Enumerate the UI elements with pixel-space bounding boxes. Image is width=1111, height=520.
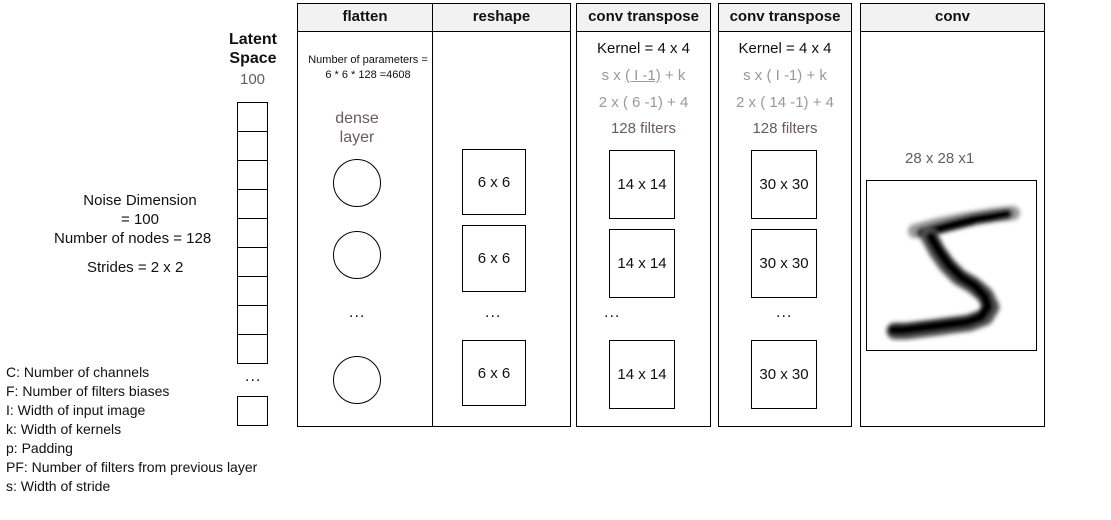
formula-underlined: ( I -1) — [624, 67, 661, 84]
latent-cell — [237, 247, 268, 277]
latent-ellipsis: ... — [245, 368, 262, 385]
convt1-header: conv transpose — [576, 3, 711, 32]
convt1-filters: 128 filters — [610, 120, 677, 137]
latent-cell — [237, 218, 268, 248]
params-line1: Number of parameters = — [308, 54, 428, 66]
latent-cell — [237, 334, 268, 364]
legend-item: s: Width of stride — [6, 478, 111, 494]
convt2-formula: s x ( I -1) + k — [743, 67, 827, 84]
legend: C: Number of channels F: Number of filte… — [6, 363, 257, 496]
latent-cell — [237, 102, 268, 132]
latent-cell — [237, 189, 268, 219]
reshape-column — [432, 31, 571, 427]
noise-line2: = 100 — [121, 211, 159, 228]
latent-cell — [237, 160, 268, 190]
convt1-kernel: Kernel = 4 x 4 — [597, 40, 690, 57]
latent-cell — [237, 305, 268, 335]
reshape-feature-map: 6 x 6 — [462, 149, 526, 215]
noise-dimension-note: Noise Dimension = 100 — [60, 191, 220, 229]
formula-post: + k — [660, 67, 686, 84]
nodes-note: Number of nodes = 128 — [54, 230, 212, 247]
latent-cell — [237, 131, 268, 161]
convt2-feature-map: 30 x 30 — [751, 150, 817, 219]
legend-item: I: Width of input image — [6, 402, 146, 418]
flatten-params: Number of parameters = 6 * 6 * 128 =4608 — [298, 53, 438, 83]
strides-note: Strides = 2 x 2 — [87, 259, 184, 276]
dense-line1: dense — [335, 110, 379, 127]
params-line2: 6 * 6 * 128 =4608 — [325, 69, 411, 81]
latent-cell — [237, 276, 268, 306]
convt2-feature-map: 30 x 30 — [751, 229, 817, 298]
legend-item: F: Number of filters biases — [6, 383, 170, 399]
flatten-header: flatten — [297, 3, 433, 32]
reshape-header: reshape — [432, 3, 571, 32]
convt1-column — [576, 31, 711, 427]
convt2-filters: 128 filters — [752, 120, 818, 137]
reshape-feature-map: 6 x 6 — [462, 225, 526, 292]
dense-node — [333, 159, 381, 207]
convt2-header: conv transpose — [718, 3, 852, 32]
convt2-feature-map: 30 x 30 — [751, 340, 817, 409]
conv-column — [860, 31, 1045, 427]
latent-title-line2: Space — [229, 50, 277, 67]
digit-five-icon — [886, 206, 1020, 340]
legend-item: p: Padding — [6, 440, 73, 456]
noise-line1: Noise Dimension — [83, 192, 197, 209]
legend-item: k: Width of kernels — [6, 421, 122, 437]
convt1-formula-values: 2 x ( 6 -1) + 4 — [598, 94, 689, 111]
convt2-column — [718, 31, 852, 427]
latent-size: 100 — [239, 71, 266, 88]
convt1-feature-map: 14 x 14 — [609, 340, 675, 409]
convt2-formula-values: 2 x ( 14 -1) + 4 — [736, 94, 834, 111]
convt2-kernel: Kernel = 4 x 4 — [738, 40, 832, 57]
reshape-ellipsis: ... — [485, 304, 502, 321]
reshape-feature-map: 6 x 6 — [462, 340, 526, 406]
generated-digit-image — [866, 180, 1037, 351]
dense-ellipsis: ... — [349, 304, 366, 321]
convt1-feature-map: 14 x 14 — [609, 229, 675, 298]
convt2-ellipsis: ... — [776, 304, 793, 321]
latent-title-line1: Latent — [229, 31, 277, 48]
legend-item: C: Number of channels — [6, 364, 150, 380]
dense-line2: layer — [339, 129, 375, 146]
conv-header: conv — [860, 3, 1045, 32]
convt1-feature-map: 14 x 14 — [609, 150, 675, 219]
dense-layer-label: dense layer — [320, 109, 394, 147]
dense-node — [333, 356, 381, 404]
latent-cell-last — [237, 396, 268, 426]
latent-space-title: Latent Space — [218, 30, 288, 68]
formula-pre: s x — [601, 67, 625, 84]
dense-node — [333, 231, 381, 279]
conv-output-size: 28 x 28 x1 — [905, 150, 975, 167]
convt1-formula: s x ( I -1) + k — [576, 67, 711, 84]
legend-item: PF: Number of filters from previous laye… — [6, 459, 258, 475]
convt1-ellipsis: ... — [604, 304, 621, 321]
